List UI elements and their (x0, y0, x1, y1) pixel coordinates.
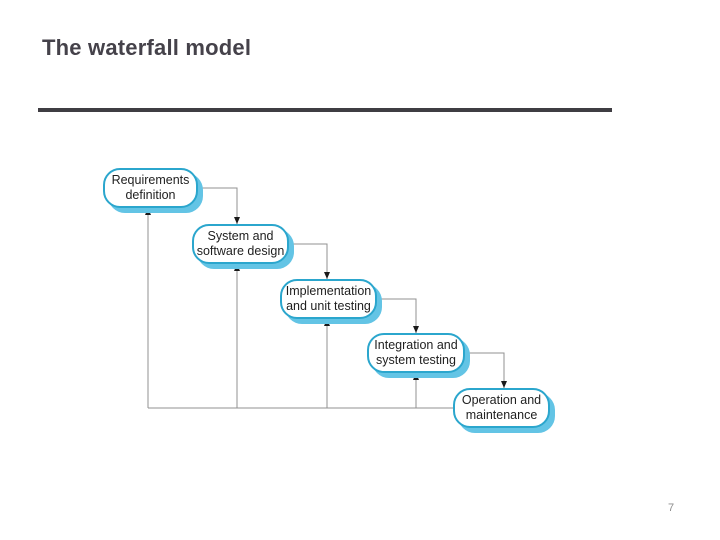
stage-box-label-line: Operation and (461, 392, 542, 407)
stage-box-label-line: definition (125, 188, 176, 202)
stage-box-label-line: System and (207, 228, 274, 243)
forward-connector-requirements-definition (198, 187, 238, 224)
stage-box-label-line: system testing (376, 353, 456, 367)
stage-box-label-line: software design (196, 244, 285, 258)
arrowhead-down-icon (234, 217, 240, 224)
stage-box-label-line: and unit testing (286, 299, 371, 313)
forward-connector-integration-and-system-testing (465, 352, 505, 388)
arrowhead-up-icon (324, 319, 330, 326)
forward-connector-system-and-software-design (289, 243, 328, 279)
stage-box-label-line: Requirements (111, 172, 190, 187)
title-underline-rule (38, 108, 612, 112)
arrowhead-down-icon (413, 326, 419, 333)
page-title: The waterfall model (42, 35, 252, 60)
stage-box-label-line: Implementation (285, 283, 372, 298)
stage-box-label-line: Integration and (374, 337, 458, 352)
arrowhead-up-icon (145, 208, 151, 215)
forward-connector-implementation-and-unit-testing (377, 298, 417, 333)
page-number: 7 (668, 502, 675, 514)
arrowhead-up-icon (413, 373, 419, 380)
arrowhead-down-icon (324, 272, 330, 279)
arrowhead-down-icon (501, 381, 507, 388)
arrowhead-up-icon (234, 264, 240, 271)
stage-box-label-line: maintenance (465, 408, 538, 422)
